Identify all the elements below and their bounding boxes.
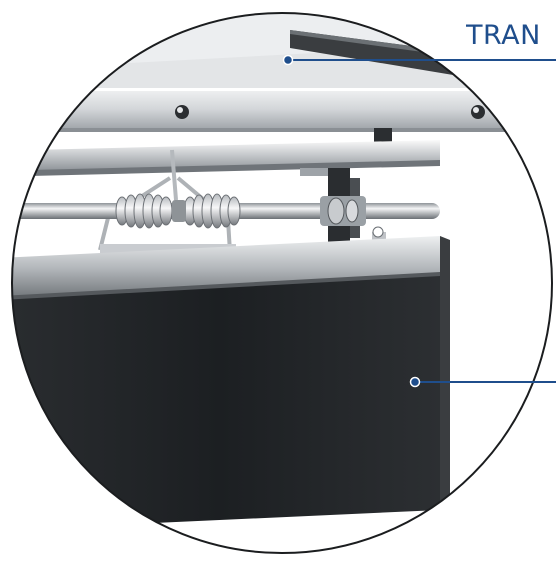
callout-door-panel [409,376,556,388]
callout-transom [282,54,556,66]
callout-dot-icon [282,54,294,66]
bolt-icon [175,105,189,119]
top-rail [12,88,552,142]
spring-icon [183,193,241,229]
spring-collar [172,200,186,222]
hanger-bar [30,140,440,176]
spring-icon [115,193,173,229]
callout-dot-icon [409,376,421,388]
detail-circle [11,12,553,554]
door-panel [12,236,450,530]
bolt-icon [471,105,485,119]
callout-label-transom: TRAN [466,20,541,51]
